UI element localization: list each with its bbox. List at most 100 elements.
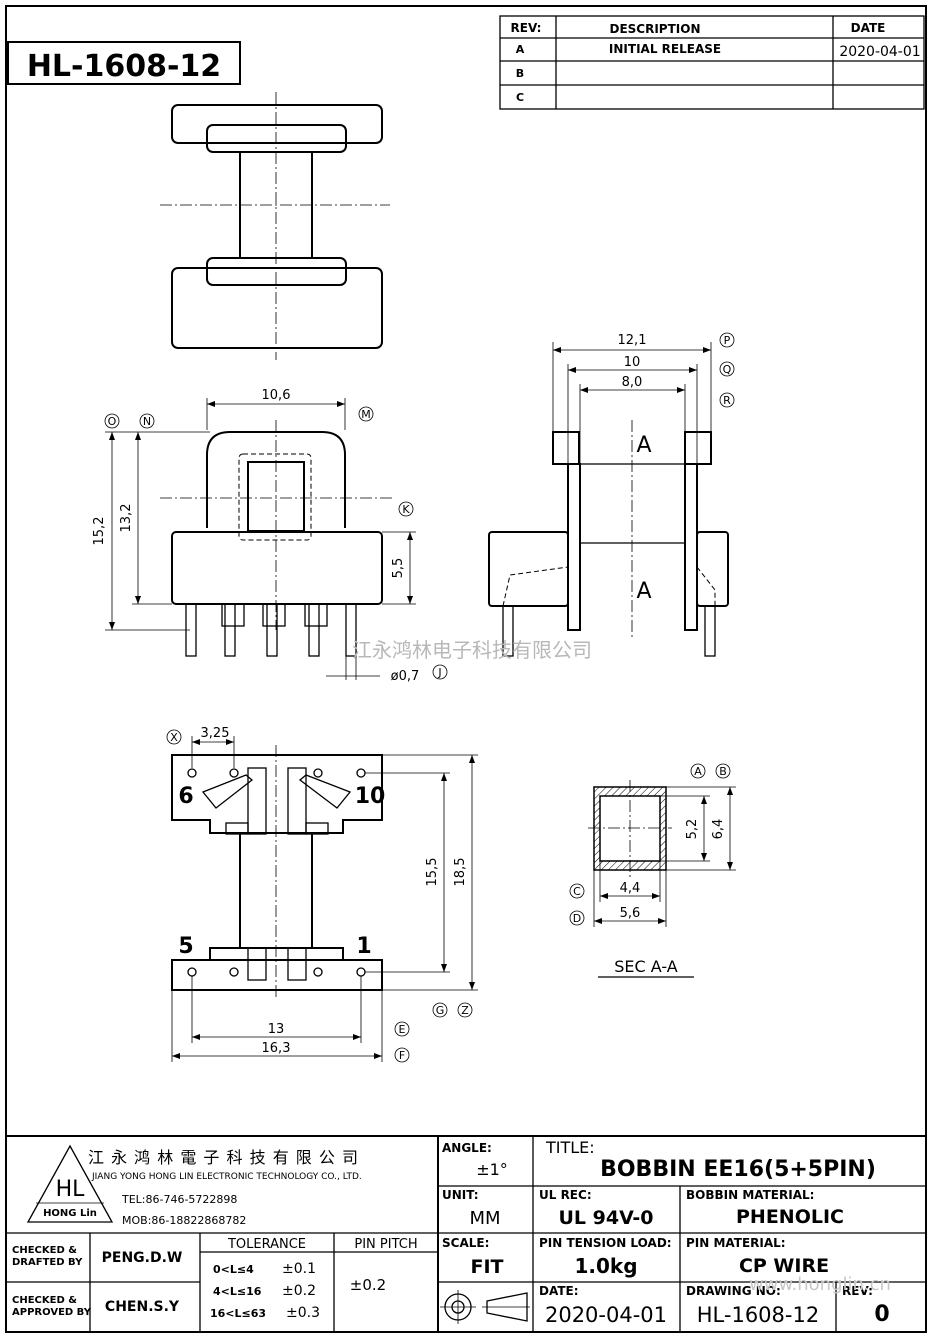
tolerance-range-2: 4<L≤16 xyxy=(213,1285,262,1298)
tolerance-value-3: ±0.3 xyxy=(286,1305,320,1321)
projection-symbol xyxy=(440,1290,530,1324)
bobbin-material-label: BOBBIN MATERIAL: xyxy=(686,1188,814,1202)
label-d: D xyxy=(573,912,581,925)
view-bobbin-profile xyxy=(160,92,390,360)
date-header: DATE xyxy=(851,21,886,35)
tolerance-label: TOLERANCE xyxy=(227,1237,306,1252)
label-f: F xyxy=(399,1049,405,1062)
label-b: B xyxy=(719,765,727,778)
dim-side-mid: 10 xyxy=(624,355,641,370)
label-k: K xyxy=(402,503,410,516)
dim-inner-rows: 15,5 xyxy=(425,858,440,887)
view-front: 10,6 15,2 13,2 5,5 ø0,7 O N M K J xyxy=(92,388,448,684)
label-r: R xyxy=(723,394,731,407)
label-x: X xyxy=(170,731,178,744)
tolerance-range-3: 16<L≤63 xyxy=(210,1307,266,1320)
section-mark-top: A xyxy=(636,433,651,458)
label-g: G xyxy=(436,1004,445,1017)
part-number-box xyxy=(7,41,241,85)
dim-pin-pitch: 3,25 xyxy=(201,726,230,741)
pin-number-10: 10 xyxy=(355,784,386,809)
drawing-border xyxy=(5,5,927,1333)
checked-approved-label-2: APPROVED BY xyxy=(12,1307,92,1318)
company-name-cn: 江 永 鸿 林 電 子 科 技 有 限 公 司 xyxy=(88,1148,359,1167)
label-c: C xyxy=(573,885,581,898)
pin-pitch-label: PIN PITCH xyxy=(354,1237,417,1252)
view-section-a-a: 5,2 6,4 4,4 5,6 SEC A-A A B C D xyxy=(569,763,736,978)
angle-label: ANGLE: xyxy=(442,1141,492,1155)
pin-number-6: 6 xyxy=(178,784,193,809)
dim-height-inner: 13,2 xyxy=(119,504,134,533)
view-side: A A 12,1 10 8,0 P Q R xyxy=(488,332,735,657)
date-value: 2020-04-01 xyxy=(545,1303,667,1327)
dim-pin-diameter: ø0,7 xyxy=(391,669,420,684)
view-bottom: 6 10 5 1 3,25 15,5 18,5 13 16,3 X G Z xyxy=(166,726,478,1063)
label-e: E xyxy=(399,1023,406,1036)
checked-approved-value: CHEN.S.Y xyxy=(105,1299,180,1315)
rev-header: REV: xyxy=(511,21,542,35)
checked-drafted-label-1: CHECKED & xyxy=(12,1245,77,1256)
label-n: N xyxy=(143,415,151,428)
pin-number-5: 5 xyxy=(178,934,193,959)
label-q: Q xyxy=(723,363,732,376)
drawing-no-value: HL-1608-12 xyxy=(697,1303,819,1327)
unit-value: MM xyxy=(469,1208,500,1229)
pin-tension-value: 1.0kg xyxy=(574,1254,637,1278)
ul-value: UL 94V-0 xyxy=(558,1207,653,1229)
dim-side-inner: 8,0 xyxy=(622,375,643,390)
bobbin-material-value: PHENOLIC xyxy=(736,1206,844,1228)
logo-subtext: HONG Lin xyxy=(43,1208,97,1219)
dim-outer-rows: 18,5 xyxy=(453,858,468,887)
checked-drafted-label-2: DRAFTED BY xyxy=(12,1257,83,1268)
angle-value: ±1° xyxy=(476,1160,508,1179)
dim-section-h-inner: 5,2 xyxy=(685,819,700,840)
company-name-en: JIANG YONG HONG LIN ELECTRONIC TECHNOLOG… xyxy=(91,1172,362,1182)
date-label: DATE: xyxy=(539,1284,579,1298)
company-mob: MOB:86-18822868782 xyxy=(122,1214,246,1227)
label-m: M xyxy=(361,408,371,421)
ul-label: UL REC: xyxy=(539,1188,592,1202)
checked-drafted-value: PENG.D.W xyxy=(102,1250,183,1266)
logo-triangle xyxy=(26,1144,114,1223)
dim-base-height: 5,5 xyxy=(391,558,406,579)
dim-side-outer: 12,1 xyxy=(618,333,647,348)
dim-height-total: 15,2 xyxy=(92,517,107,546)
pin-material-label: PIN MATERIAL: xyxy=(686,1236,786,1250)
tolerance-value-1: ±0.1 xyxy=(282,1261,316,1277)
dim-span-outer: 16,3 xyxy=(262,1041,291,1056)
pin-tension-label: PIN TENSION LOAD: xyxy=(539,1236,672,1250)
label-z: Z xyxy=(461,1004,469,1017)
label-j: J xyxy=(437,666,441,679)
rev-a-date: 2020-04-01 xyxy=(839,44,920,60)
dim-section-w-outer: 5,6 xyxy=(620,906,641,921)
title-label: TITLE: xyxy=(545,1138,595,1157)
revision-table: REV: DESCRIPTION DATE A INITIAL RELEASE … xyxy=(499,15,925,110)
description-header: DESCRIPTION xyxy=(609,22,700,36)
part-number: HL-1608-12 xyxy=(27,49,221,84)
rev-value: 0 xyxy=(874,1302,889,1327)
scale-label: SCALE: xyxy=(442,1236,489,1250)
label-o: O xyxy=(108,415,117,428)
company-tel: TEL:86-746-5722898 xyxy=(121,1193,237,1206)
section-title: SEC A-A xyxy=(614,957,678,976)
rev-b: B xyxy=(516,67,524,80)
tolerance-range-1: 0<L≤4 xyxy=(213,1263,254,1276)
drawing-no-label: DRAWING NO: xyxy=(686,1284,781,1298)
label-p: P xyxy=(724,334,731,347)
pin-pitch-value: ±0.2 xyxy=(350,1276,386,1294)
title-block: HL HONG Lin 江 永 鸿 林 電 子 科 技 有 限 公 司 JIAN… xyxy=(5,1135,927,1333)
dim-section-h-outer: 6,4 xyxy=(711,819,726,840)
watermark: 江永鸿林电子科技有限公司 xyxy=(352,638,592,662)
rev-c: C xyxy=(516,91,524,104)
dim-top-width: 10,6 xyxy=(262,388,291,403)
scale-value: FIT xyxy=(470,1256,503,1278)
pin-material-value: CP WIRE xyxy=(739,1255,829,1277)
watermark-url: www.honglin.cn xyxy=(749,1274,891,1295)
dim-span-inner: 13 xyxy=(268,1022,285,1037)
section-mark-bottom: A xyxy=(636,579,651,604)
label-a: A xyxy=(694,765,702,778)
logo-text: HL xyxy=(56,1177,86,1202)
title-value: BOBBIN EE16(5+5PIN) xyxy=(600,1157,876,1182)
pin-number-1: 1 xyxy=(356,934,371,959)
